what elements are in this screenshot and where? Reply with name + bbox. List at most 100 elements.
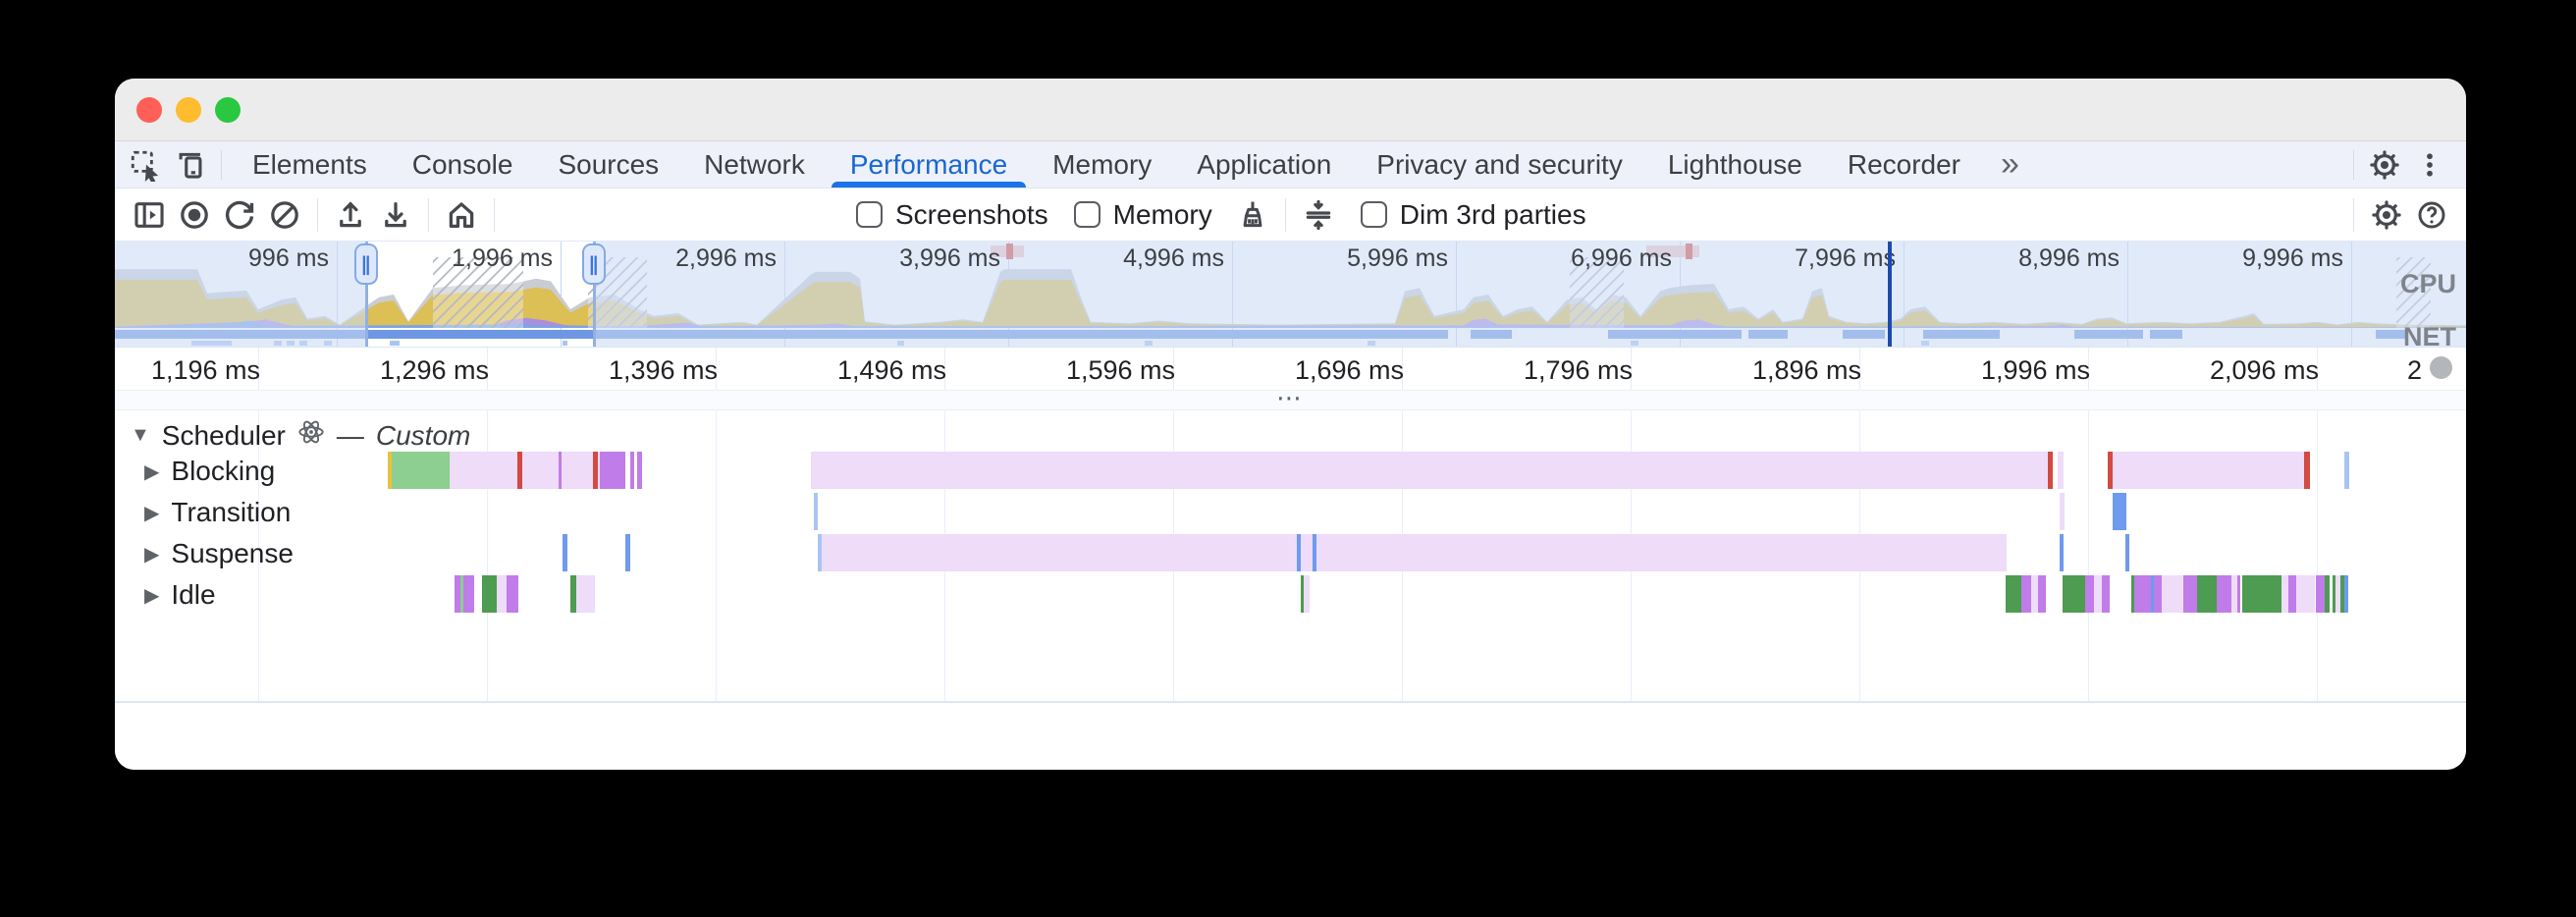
flame-bar[interactable] <box>2237 575 2240 613</box>
flame-bar[interactable] <box>2006 575 2021 613</box>
flame-bar[interactable] <box>2288 575 2296 613</box>
track-row-transition[interactable]: ▶Transition <box>144 497 291 528</box>
flame-bar[interactable] <box>2333 575 2335 613</box>
tab-lighthouse[interactable]: Lighthouse <box>1667 148 1802 180</box>
tab-sources[interactable]: Sources <box>558 148 660 180</box>
left-window-handle[interactable]: ∥ <box>354 243 378 285</box>
record-and-reload-icon[interactable] <box>217 192 262 238</box>
toggle-device-toolbar-icon[interactable] <box>168 142 213 188</box>
flame-bar[interactable] <box>517 452 522 489</box>
expand-triangle-icon[interactable]: ▶ <box>144 584 160 607</box>
flame-bar[interactable] <box>455 575 460 613</box>
more-options-icon[interactable] <box>2407 142 2452 188</box>
tab-console[interactable]: Console <box>411 148 513 180</box>
flame-bar[interactable] <box>1297 534 1301 571</box>
flame-bar[interactable] <box>559 452 562 489</box>
flame-bar[interactable] <box>570 575 576 613</box>
dim-3rd-parties-checkbox[interactable]: Dim 3rd parties <box>1360 199 1586 231</box>
track-row-suspense[interactable]: ▶Suspense <box>144 538 294 569</box>
minimize-window-button[interactable] <box>176 97 201 123</box>
flame-bar[interactable] <box>814 493 818 530</box>
checkbox-box[interactable] <box>1360 201 1387 228</box>
live-metrics-home-icon[interactable] <box>439 192 484 238</box>
flame-bar[interactable] <box>2344 575 2348 613</box>
flame-bar[interactable] <box>460 575 463 613</box>
flame-bar[interactable] <box>2296 575 2315 613</box>
save-profile-icon[interactable] <box>373 192 418 238</box>
flame-bar[interactable] <box>2113 493 2126 530</box>
flame-bar[interactable] <box>625 534 630 571</box>
flame-bar[interactable] <box>482 575 497 613</box>
flame-bar[interactable] <box>2325 575 2330 613</box>
flame-bar[interactable] <box>2304 452 2310 489</box>
flame-bar[interactable] <box>450 452 604 489</box>
flame-bar[interactable] <box>507 575 518 613</box>
flame-bar[interactable] <box>2131 575 2134 613</box>
flame-bar[interactable] <box>2102 575 2110 613</box>
flame-bar[interactable] <box>2335 575 2340 613</box>
flame-bar[interactable] <box>2021 575 2031 613</box>
flame-chart-tracks[interactable]: ▼ Scheduler — Custom ▶Blocking ▶Transitio… <box>115 410 2466 701</box>
flame-bar[interactable] <box>2058 452 2064 489</box>
screenshots-checkbox[interactable]: Screenshots <box>856 199 1048 231</box>
flame-bar[interactable] <box>2048 452 2053 489</box>
tab-recorder[interactable]: Recorder <box>1847 148 1961 180</box>
flame-bar[interactable] <box>822 534 2007 571</box>
flame-bar[interactable] <box>1304 575 1310 613</box>
zoom-window-button[interactable] <box>215 97 241 123</box>
flame-bar[interactable] <box>2125 534 2129 571</box>
collect-garbage-icon[interactable] <box>1230 192 1275 238</box>
clear-icon[interactable] <box>262 192 307 238</box>
left-window-handle-stem[interactable] <box>365 242 368 347</box>
flame-bar[interactable] <box>497 575 507 613</box>
flame-bar[interactable] <box>2231 575 2237 613</box>
track-group-scheduler[interactable]: ▼ Scheduler — Custom <box>131 418 470 453</box>
right-window-handle[interactable]: ∥ <box>582 243 606 285</box>
flame-bar[interactable] <box>630 452 634 489</box>
load-profile-icon[interactable] <box>328 192 373 238</box>
flame-bar[interactable] <box>2340 575 2344 613</box>
flame-bar[interactable] <box>2060 493 2065 530</box>
scrollbar-thumb[interactable] <box>2430 356 2452 379</box>
flame-bar[interactable] <box>2108 452 2113 489</box>
flame-bar[interactable] <box>463 575 474 613</box>
playhead-marker[interactable] <box>1888 242 1892 347</box>
flame-bar[interactable] <box>2060 534 2064 571</box>
collapse-triangle-icon[interactable]: ▼ <box>131 424 150 446</box>
inspect-element-icon[interactable] <box>123 142 168 188</box>
flame-bar[interactable] <box>600 452 625 489</box>
flame-bar[interactable] <box>811 452 2049 489</box>
flame-bar[interactable] <box>2154 575 2162 613</box>
flame-bar[interactable] <box>1313 534 1316 571</box>
track-row-idle[interactable]: ▶Idle <box>144 579 216 611</box>
tab-privacy-and-security[interactable]: Privacy and security <box>1376 148 1623 180</box>
track-row-blocking[interactable]: ▶Blocking <box>144 456 275 487</box>
more-tabs-icon[interactable]: » <box>2001 145 2019 183</box>
flame-bar[interactable] <box>1301 575 1304 613</box>
flame-bar[interactable] <box>2197 575 2217 613</box>
record-icon[interactable] <box>172 192 217 238</box>
tab-memory[interactable]: Memory <box>1052 148 1153 180</box>
flame-bar[interactable] <box>2217 575 2231 613</box>
tab-network[interactable]: Network <box>704 148 805 180</box>
flame-bar[interactable] <box>576 575 595 613</box>
flame-bar[interactable] <box>388 452 392 489</box>
flame-bar[interactable] <box>2063 575 2085 613</box>
flame-bar[interactable] <box>2316 575 2325 613</box>
checkbox-box[interactable] <box>1073 201 1100 228</box>
flame-bar[interactable] <box>2281 575 2288 613</box>
close-window-button[interactable] <box>136 97 162 123</box>
expand-triangle-icon[interactable]: ▶ <box>144 543 160 566</box>
flame-bar[interactable] <box>637 452 642 489</box>
flame-bar[interactable] <box>2134 575 2151 613</box>
memory-checkbox[interactable]: Memory <box>1073 199 1212 231</box>
flame-bar[interactable] <box>2242 575 2281 613</box>
flame-bar[interactable] <box>563 534 567 571</box>
flame-bar[interactable] <box>2344 452 2349 489</box>
settings-gear-icon[interactable] <box>2362 142 2407 188</box>
flame-bar[interactable] <box>2151 575 2154 613</box>
flame-bar[interactable] <box>392 452 450 489</box>
flame-bar[interactable] <box>2113 452 2304 489</box>
